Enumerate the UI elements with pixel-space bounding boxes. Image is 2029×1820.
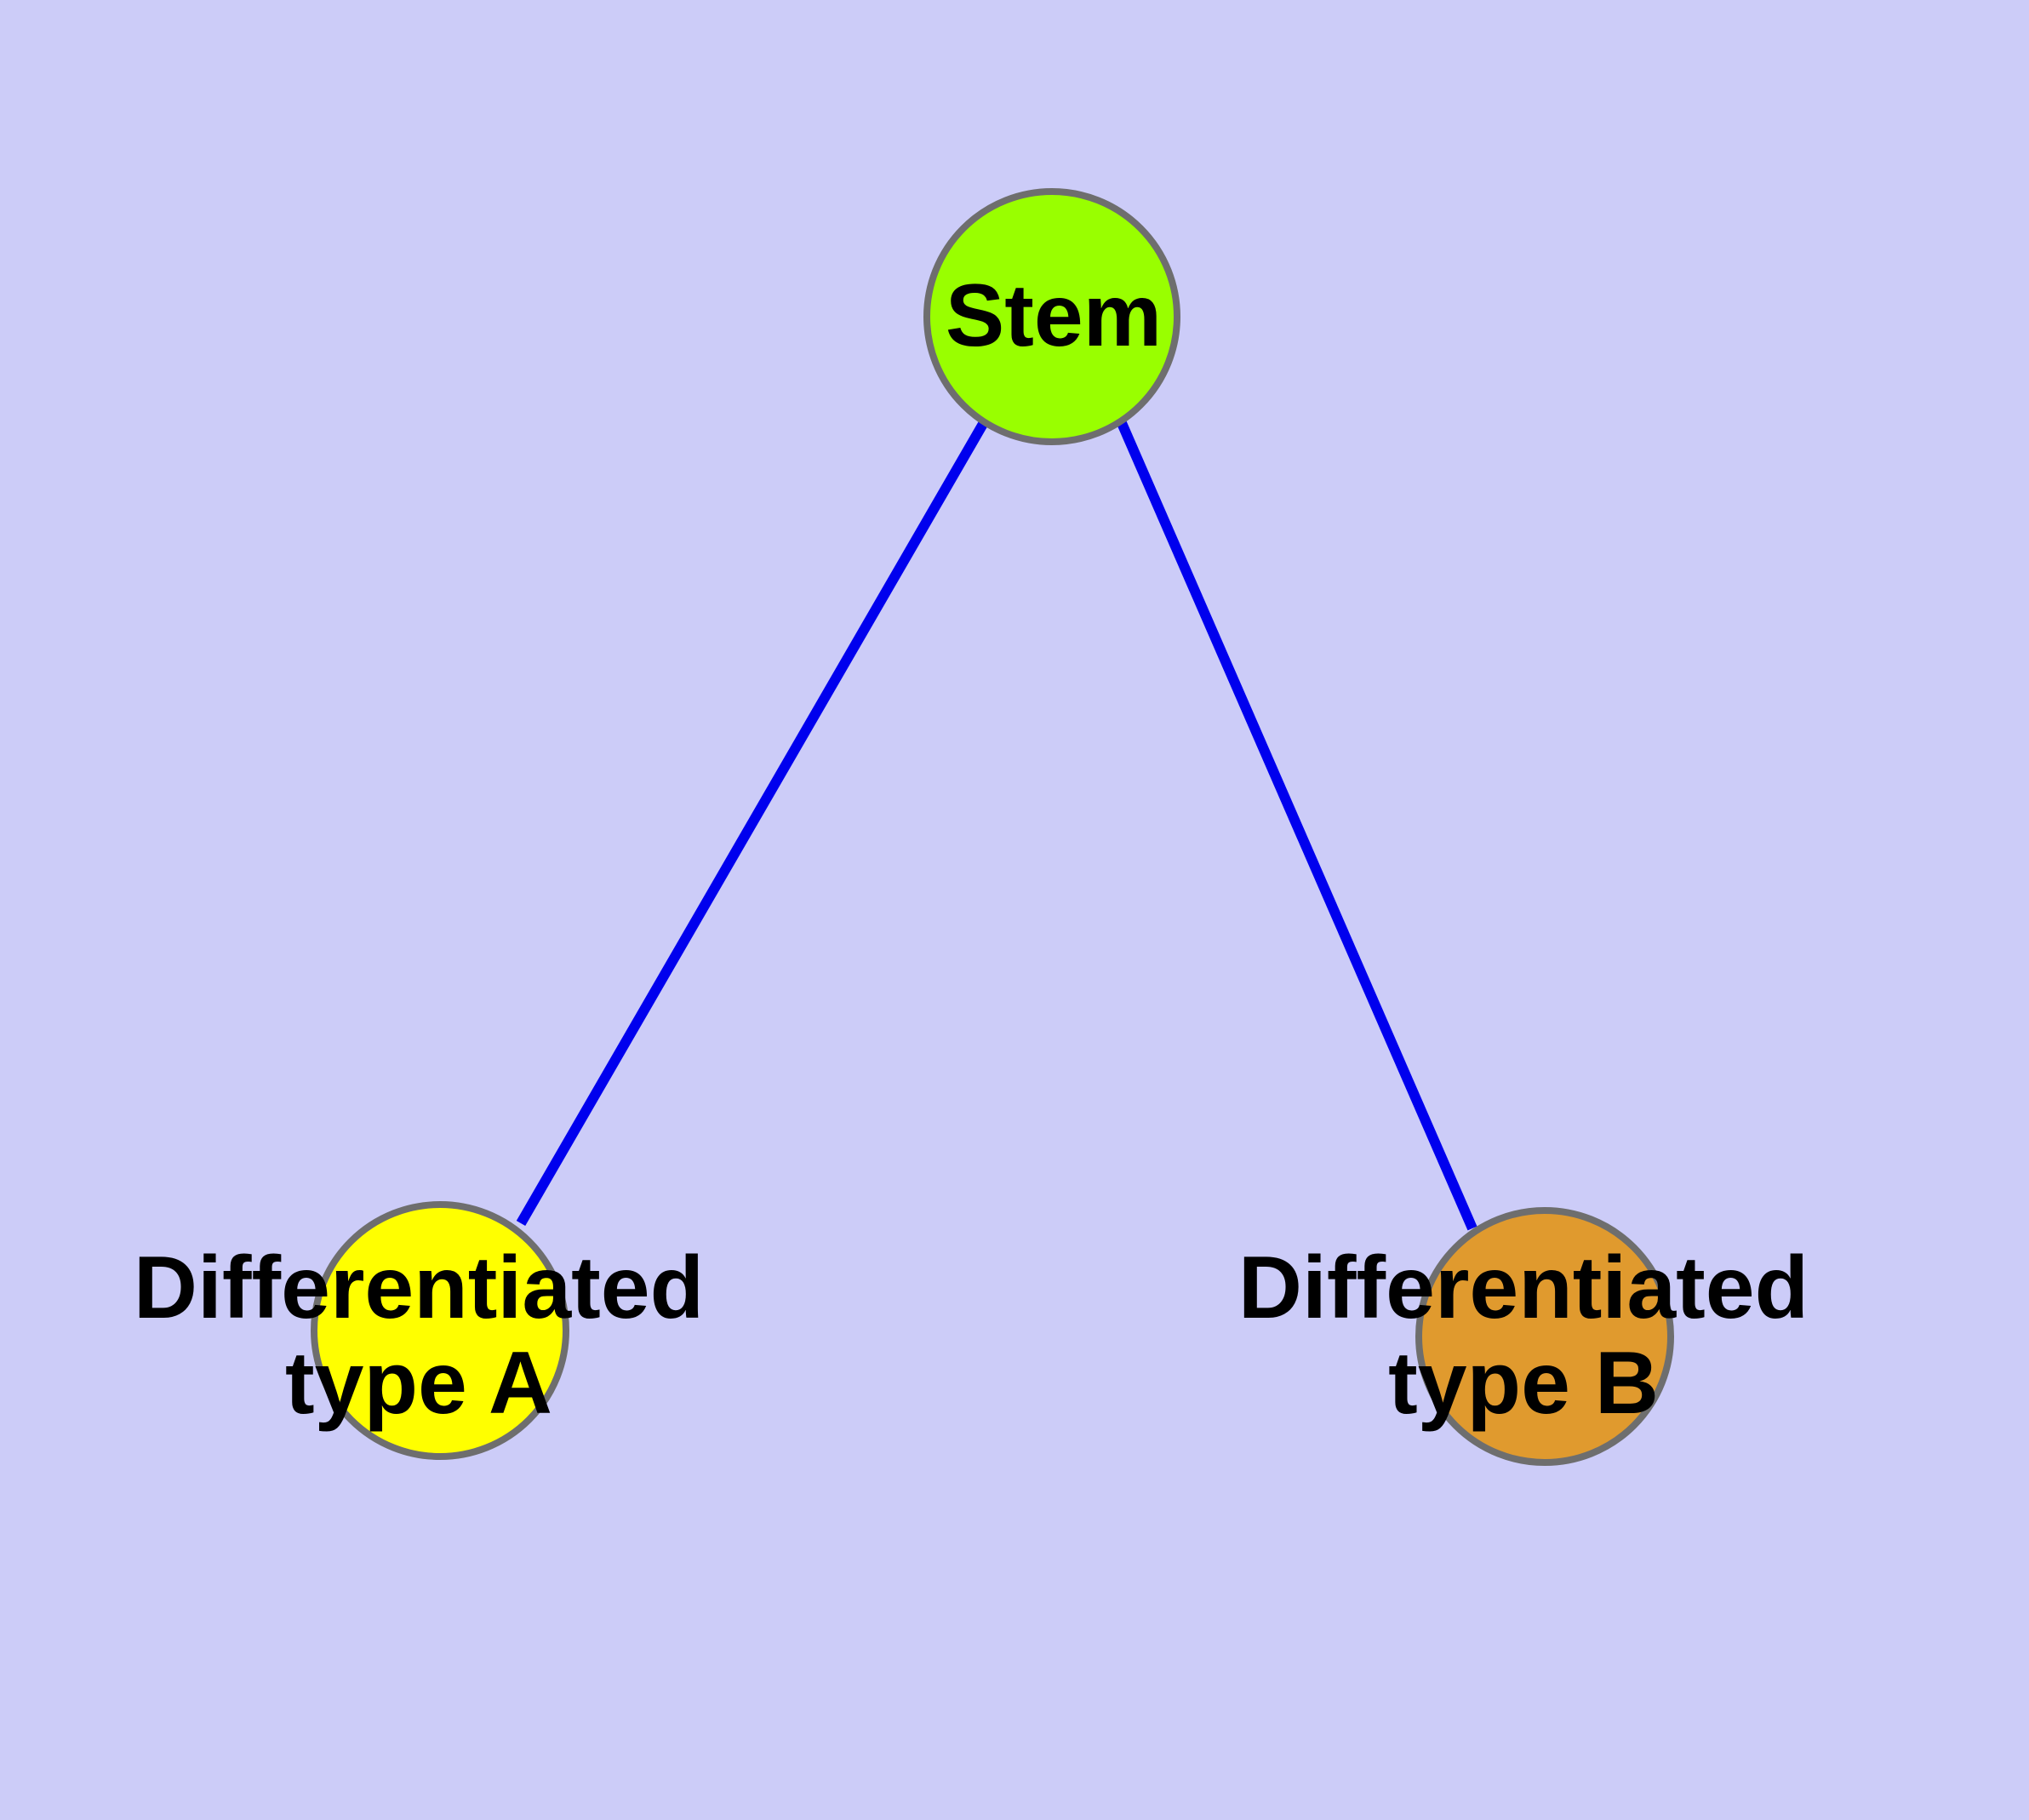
- node-layer: [311, 188, 1674, 1466]
- edge-layer: [516, 421, 1477, 1231]
- graph-node-diff_a[interactable]: [311, 1201, 569, 1460]
- graph-edge-stem-to-diff-b[interactable]: [1117, 421, 1477, 1231]
- label-line: Differentiated: [134, 1239, 704, 1337]
- label-line: Differentiated: [1238, 1239, 1809, 1337]
- label-line: type B: [1388, 1334, 1659, 1433]
- graph-edge-stem-to-diff-a[interactable]: [516, 421, 988, 1227]
- label-line: type A: [285, 1334, 552, 1433]
- graph-node-diff_b[interactable]: [1415, 1207, 1674, 1466]
- label-line: Stem: [946, 266, 1162, 365]
- graph-node-label-stem: Stem: [946, 266, 1162, 365]
- graph-node-stem[interactable]: [923, 188, 1180, 445]
